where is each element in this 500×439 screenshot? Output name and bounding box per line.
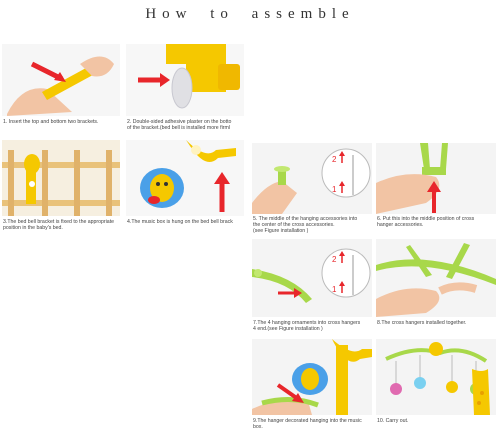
step-10-caption: 10. Carry out. — [377, 418, 409, 424]
step-1-caption: 1. Insert the top and bottom two bracket… — [3, 119, 99, 125]
step-5-caption: 5. The middle of the hanging accessories… — [253, 216, 358, 234]
step-7-image: 2 1 — [252, 239, 372, 317]
step-3-image — [2, 140, 120, 216]
step-6-caption: 6. Put this into the middle position of … — [377, 216, 475, 228]
step-7-caption: 7.The 4 hanging ornaments into cross han… — [253, 320, 361, 332]
step-2-image — [126, 44, 244, 116]
step-10-image — [376, 339, 496, 415]
step-8-caption: 8.The cross hangers installed together. — [377, 320, 467, 326]
step-8-image — [376, 239, 496, 317]
step-5-number-2: 2 — [332, 155, 337, 164]
step-6-image — [376, 143, 496, 214]
step-3-caption: 3.The bed bell bracket is fixed to the a… — [3, 219, 115, 231]
step-9-caption: 9.The hanger decorated hanging into the … — [253, 418, 362, 430]
step-5-number-1: 1 — [332, 185, 337, 194]
step-2-caption: 2. Double-sided adhesive plaster on the … — [127, 119, 232, 131]
step-7-number-1: 1 — [332, 285, 337, 294]
step-5-image: 2 1 — [252, 143, 372, 214]
step-7-number-2: 2 — [332, 255, 337, 264]
page-title: How to assemble — [145, 6, 355, 22]
step-4-image — [126, 140, 244, 216]
step-4-caption: 4.The music box is hung on the bed bell … — [127, 219, 233, 225]
step-9-image — [252, 339, 372, 415]
step-1-image — [2, 44, 120, 116]
